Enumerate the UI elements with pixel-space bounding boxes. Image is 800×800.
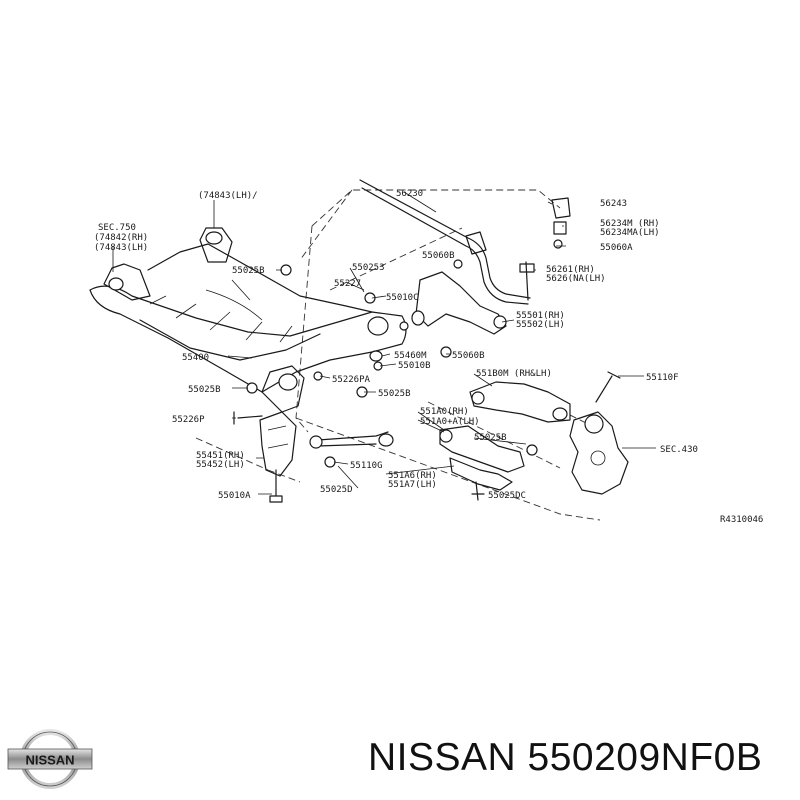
stabilizer-clamp-56243 <box>551 197 571 235</box>
label-55010b: 55010B <box>398 361 431 371</box>
bolt-55010a <box>269 469 283 503</box>
label-55025dc: 55025DC <box>488 491 526 501</box>
label-55400: 55400 <box>182 353 209 363</box>
label-551a7: 551A7(LH) <box>388 480 437 490</box>
stabilizer-bushing-top <box>465 231 487 255</box>
bushing-74842 <box>205 231 223 245</box>
label-55025b-top: 55025B <box>232 266 265 276</box>
bracket-55451 <box>259 411 297 477</box>
knuckle-sec430 <box>569 411 629 495</box>
lower-link-551a6 <box>449 457 513 491</box>
label-74843-lh: (74843(LH) <box>94 243 148 253</box>
nissan-logo: NISSAN <box>7 729 93 789</box>
subframe-rear-tower <box>199 227 233 263</box>
label-55226pa: 55226PA <box>332 375 371 385</box>
label-55501: 55501(RH) <box>516 311 565 321</box>
part-number-caption: NISSAN 550209NF0B <box>368 736 763 779</box>
label-55025b-mid: 55025B <box>378 389 411 399</box>
subframe-left-tower <box>103 263 151 301</box>
label-55452: 55452(LH) <box>196 460 245 470</box>
label-55110g: 55110G <box>350 461 383 471</box>
bushing-55226pa <box>278 373 298 391</box>
label-55451: 55451(RH) <box>196 451 245 461</box>
leader-lines <box>112 191 656 495</box>
label-sec750: SEC.750 <box>98 223 136 233</box>
nuts <box>246 259 538 468</box>
toe-link-bushing-inner <box>309 435 323 449</box>
label-551a0a: 551A0+A(LH) <box>420 417 480 427</box>
label-56234ma: 56234MA(LH) <box>600 228 660 238</box>
lower-arm-bushing-outer <box>552 407 568 421</box>
label-55227: 55227 <box>334 279 361 289</box>
label-551b0m: 551B0M (RH&LH) <box>476 369 552 379</box>
subframe-ribs <box>149 279 293 343</box>
label-55460m: 55460M <box>394 351 427 361</box>
bolt-55110f <box>595 371 621 403</box>
assembly-outline <box>295 189 601 521</box>
label-55060b-top: 55060B <box>422 251 455 261</box>
label-74842-rh: (74842(RH) <box>94 233 148 243</box>
label-56243: 56243 <box>600 199 627 209</box>
bolt-55226p <box>233 411 263 425</box>
label-55025b-left: 55025B <box>188 385 221 395</box>
label-56234m: 56234M (RH) <box>600 219 660 229</box>
bracket-ribs <box>267 425 289 449</box>
label-55010a: 55010A <box>218 491 251 501</box>
upper-arm-bushing <box>493 315 507 329</box>
label-55226p: 55226P <box>172 415 205 425</box>
subframe-crossmember <box>89 285 407 393</box>
label-55110f: 55110F <box>646 373 679 383</box>
subframe-front-rail <box>139 319 321 361</box>
lower-link-551a0 <box>439 425 525 473</box>
bushing-sec750 <box>108 277 124 291</box>
nut-55060a <box>553 239 563 249</box>
upper-arm-bushing-inner <box>411 310 425 326</box>
drawing-reference: R4310046 <box>720 515 763 525</box>
label-55060b: 55060B <box>452 351 485 361</box>
assembly-outline-2 <box>195 401 597 483</box>
stabilizer-bar <box>359 179 531 299</box>
label-550253: 550253 <box>352 263 385 273</box>
label-56261: 56261(RH) <box>546 265 595 275</box>
suspension-parts-diagram: (74843(LH)/ SEC.750 (74842(RH) (74843(LH… <box>89 179 763 525</box>
stabilizer-link <box>519 261 535 301</box>
toe-link-bushing-outer <box>378 433 394 447</box>
label-551a6: 551A6(RH) <box>388 471 437 481</box>
upper-arm-55501 <box>415 271 507 335</box>
lower-arm-551b0m <box>469 381 571 423</box>
label-55025d: 55025D <box>320 485 353 495</box>
knuckle-hub-hole <box>590 450 606 466</box>
label-56230: 56230 <box>396 189 423 199</box>
label-55502: 55502(LH) <box>516 320 565 330</box>
label-5626na: 5626(NA(LH) <box>546 274 606 284</box>
bushing-55227 <box>367 316 389 336</box>
label-sec430: SEC.430 <box>660 445 698 455</box>
lower-link-bushing <box>439 429 453 443</box>
label-55060a: 55060A <box>600 243 633 253</box>
stabilizer-bar-lower <box>361 187 529 305</box>
washer-55460m <box>369 350 383 362</box>
label-551a0: 551A0(RH) <box>420 407 469 417</box>
subframe-rear-rail <box>147 243 373 313</box>
toe-link-55110g <box>317 431 389 447</box>
label-55010c: 55010C <box>386 293 419 303</box>
lower-arm-bushing-inner <box>471 391 485 405</box>
nissan-logo-wordmark: NISSAN <box>25 753 74 768</box>
knuckle-bore <box>584 414 604 434</box>
label-55025b-low: 55025B <box>474 433 507 443</box>
label-74843-top: (74843(LH)/ <box>198 191 258 201</box>
